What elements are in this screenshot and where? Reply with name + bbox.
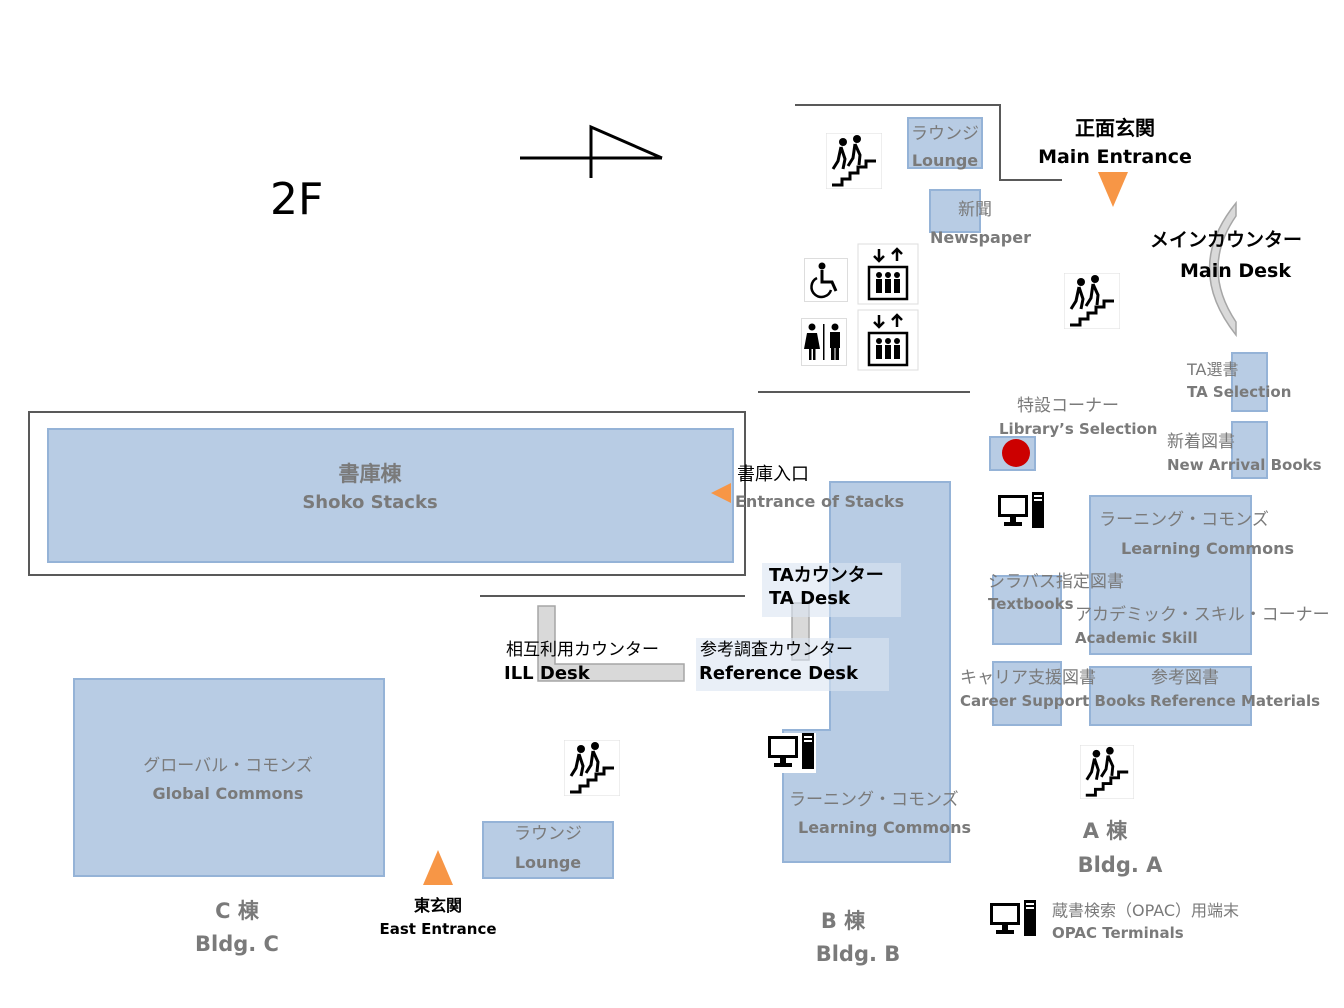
learning-commons-a-ja: ラーニング・コモンズ	[1099, 510, 1269, 530]
lounge-c-area	[482, 821, 614, 879]
global-commons-area	[73, 678, 385, 877]
reference-materials-area	[1089, 666, 1252, 726]
new-arrival-en: New Arrival Books	[1167, 456, 1322, 474]
computer-icon	[996, 492, 1046, 532]
main-desk-en: Main Desk	[1180, 260, 1291, 282]
learning-commons-a-area	[1089, 495, 1252, 655]
bldg-a-en: Bldg. A	[1077, 853, 1163, 877]
computer-icon	[766, 733, 816, 773]
east-entrance-arrow-icon	[423, 850, 453, 885]
floor-label: 2F	[270, 174, 324, 225]
reference-desk-en: Reference Desk	[699, 663, 858, 684]
career-ja: キャリア支援図書	[960, 668, 1096, 688]
learning-commons-a-en: Learning Commons	[1121, 539, 1295, 558]
legend-computer-icon	[988, 900, 1038, 940]
career-en: Career Support Books	[960, 692, 1146, 710]
stairs-icon	[826, 133, 882, 189]
legend-opac-ja: 蔵書検索（OPAC）用端末	[1052, 901, 1240, 920]
stacks-entrance-en: Entrance of Stacks	[735, 492, 905, 511]
textbooks-area	[992, 575, 1062, 645]
academic-ja: アカデミック・スキル・コーナー	[1075, 605, 1330, 625]
lounge-c-ja: ラウンジ	[514, 824, 582, 844]
bldg-a-outline	[795, 104, 1062, 181]
wheelchair-icon	[804, 258, 848, 302]
library-selection-ja: 特設コーナー	[1017, 396, 1119, 416]
stacks-entrance-ja: 書庫入口	[737, 464, 809, 485]
lounge-a-en: Lounge	[911, 151, 979, 170]
ill-desk-en: ILL Desk	[504, 663, 590, 684]
ta-desk-en: TA Desk	[769, 588, 850, 609]
learning-commons-b-ja: ラーニング・コモンズ	[789, 790, 959, 810]
lounge-c-en: Lounge	[514, 853, 582, 872]
lounge-a-area	[907, 117, 983, 169]
global-commons-ja: グローバル・コモンズ	[143, 756, 313, 776]
stairs-icon	[1080, 745, 1134, 799]
special-corner-marker-icon	[1002, 439, 1030, 467]
shoko-ja: 書庫棟	[338, 462, 402, 486]
ill-reference-counter	[537, 605, 685, 682]
main-desk-counter	[1208, 200, 1237, 338]
main-desk-ja: メインカウンター	[1150, 229, 1303, 251]
bldg-c-en: Bldg. C	[195, 932, 279, 956]
newspaper-en: Newspaper	[930, 228, 1031, 247]
learning-commons-b-en: Learning Commons	[798, 818, 972, 837]
main-entrance-ja: 正面玄関	[1075, 116, 1155, 140]
reference-materials-en: Reference Materials	[1150, 692, 1321, 710]
reference-desk-ja: 参考調査カウンター	[700, 640, 853, 660]
main-entrance-arrow-icon	[1098, 172, 1128, 207]
ta-selection-ja: TA選書	[1187, 360, 1239, 379]
library-selection-en: Library’s Selection	[999, 420, 1158, 438]
academic-en: Academic Skill	[1075, 629, 1198, 647]
newspaper-area	[929, 189, 981, 233]
textbooks-ja: シラバス指定図書	[988, 572, 1124, 592]
north-arrow-icon	[520, 124, 663, 178]
newspaper-ja: 新聞	[958, 200, 992, 220]
ta-selection-en: TA Selection	[1187, 383, 1292, 401]
east-entrance-en: East Entrance	[379, 920, 497, 938]
new-arrival-ja: 新着図書	[1167, 432, 1235, 452]
global-commons-en: Global Commons	[152, 784, 304, 803]
stacks-entrance-arrow-icon	[711, 483, 731, 503]
bldg-b-ja: B 棟	[820, 909, 866, 933]
elevator-icon	[857, 309, 919, 371]
new-arrival-area	[1231, 421, 1268, 479]
restroom-icon	[801, 318, 847, 366]
ta-desk-ja: TAカウンター	[769, 565, 884, 586]
lounge-a-ja: ラウンジ	[911, 124, 979, 144]
ill-desk-ja: 相互利用カウンター	[506, 640, 659, 660]
elevator-icon	[857, 243, 919, 305]
bldg-a-ja: A 棟	[1082, 819, 1128, 843]
stairs-icon	[1064, 273, 1120, 329]
reference-materials-ja: 参考図書	[1151, 668, 1219, 688]
bldg-c-ja: C 棟	[215, 899, 259, 923]
stairs-icon	[564, 740, 620, 796]
bldg-b-en: Bldg. B	[815, 942, 901, 966]
shoko-en: Shoko Stacks	[302, 492, 438, 513]
ta-selection-area	[1231, 352, 1268, 412]
shoko-outline	[28, 411, 746, 576]
main-entrance-en: Main Entrance	[1038, 146, 1192, 168]
career-area	[992, 661, 1062, 726]
shoko-area	[47, 428, 734, 563]
east-entrance-ja: 東玄関	[413, 896, 462, 915]
legend-opac-en: OPAC Terminals	[1052, 924, 1184, 942]
textbooks-en: Textbooks	[988, 595, 1074, 613]
